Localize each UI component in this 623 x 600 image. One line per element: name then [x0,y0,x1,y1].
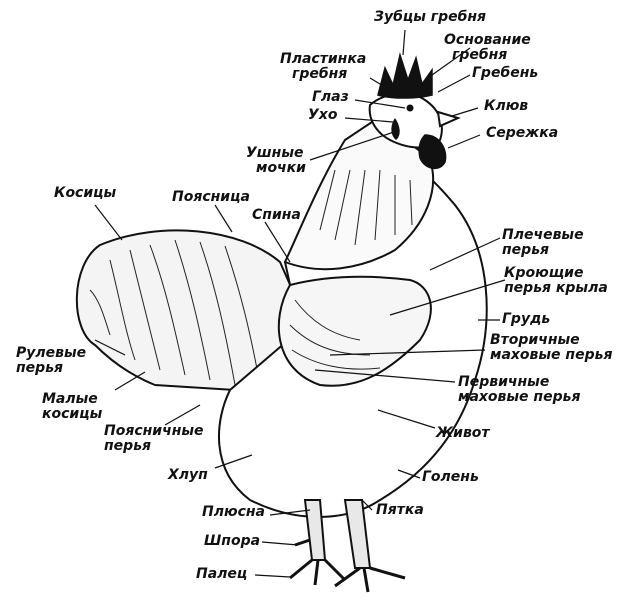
label-wing-coverts: Кроющиеперья крыла [504,266,608,296]
label-comb-base: Основаниегребня [444,33,531,63]
label-fluff: Хлуп [168,468,208,483]
label-back: Спина [252,208,301,223]
label-comb-blade: Пластинкагребня [280,52,366,82]
label-comb: Гребень [472,66,538,81]
label-ear: Ухо [308,108,337,123]
label-breast: Грудь [502,312,550,327]
label-primaries: Первичныемаховые перья [458,375,580,405]
label-saddle-feathers: Поясничныеперья [104,424,204,454]
label-spur: Шпора [204,534,260,549]
label-sickles: Косицы [54,186,116,201]
feet [290,540,405,592]
beak [438,112,458,126]
label-comb-teeth: Зубцы гребня [374,10,486,25]
label-saddle: Поясница [172,190,250,205]
label-shoulder-feathers: Плечевыеперья [502,228,584,258]
comb-shape [378,55,432,98]
wattle-shape [419,135,445,168]
label-small-sickles: Малыекосицы [42,392,102,422]
label-beak: Клюв [484,99,528,114]
label-eye: Глаз [312,90,349,105]
label-heel: Пятка [376,503,424,518]
label-toe: Палец [196,567,247,582]
eye-dot [407,105,414,112]
label-earlobes: Ушныемочки [246,146,306,176]
label-secondaries: Вторичныемаховые перья [490,333,612,363]
label-tail-feathers: Рулевыеперья [16,346,86,376]
label-metatarsus: Плюсна [202,505,265,520]
label-belly: Живот [436,426,490,441]
label-shank-upper: Голень [422,470,479,485]
label-wattle: Сережка [486,126,558,141]
